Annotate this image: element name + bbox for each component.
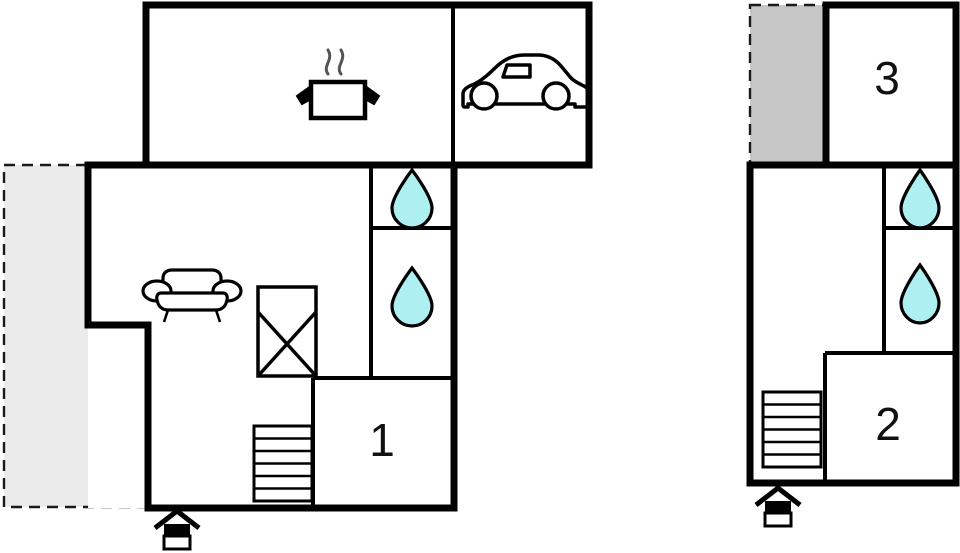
pot-handle-left (295, 84, 312, 106)
staircase-steps (763, 403, 821, 456)
house-entrance-door-top (164, 524, 190, 536)
steam-line-1 (324, 48, 332, 76)
car-window (501, 63, 532, 79)
cooking-pot-icon (295, 48, 381, 121)
car-wheel-rear (541, 81, 571, 111)
water-drop-shape-lower-right (899, 262, 941, 325)
car-icon (461, 53, 591, 111)
kitchen-fill (146, 5, 451, 165)
house-entrance-door-top (765, 501, 791, 513)
entrance-right (754, 484, 802, 528)
bedroom3-wall (822, 1, 960, 169)
sofa-seat (155, 291, 229, 312)
balcony-area (748, 3, 828, 167)
staircase-left (252, 424, 314, 503)
pot-handle-right (364, 84, 381, 106)
water-drop-shape-upper-right (899, 167, 941, 230)
room-number-3: 3 (874, 52, 900, 104)
water-drop-icon (390, 167, 434, 230)
storage-closet (256, 285, 318, 378)
staircase-steps (254, 437, 312, 490)
house-entrance-roof (754, 484, 802, 507)
car-wheel-front (469, 81, 499, 111)
entrance-left (153, 507, 201, 551)
water-drop-icon (899, 262, 941, 325)
car-body (461, 53, 591, 109)
floor-left: 1 (2, 1, 593, 551)
water-drop-shape-lower-left (390, 265, 434, 328)
sofa-backrest (161, 268, 223, 298)
house-entrance-door-bottom (763, 511, 793, 528)
pot-body (308, 79, 368, 121)
water-drop-shape-upper-left (390, 167, 434, 230)
house-entrance-door-bottom (162, 534, 192, 551)
staircase-right (761, 390, 823, 469)
upper-block-wall (84, 1, 593, 169)
steam-line-2 (337, 48, 345, 76)
bedroom3-fill (826, 5, 956, 165)
lower-block-wall (84, 161, 458, 512)
floor-right: 3 2 (746, 1, 960, 528)
water-drop-icon (899, 167, 941, 230)
room-number-1: 1 (369, 414, 395, 466)
sofa-icon (141, 268, 243, 323)
balcony-outline (748, 3, 828, 167)
right-lower-wall (746, 161, 960, 487)
exterior-walls-right (746, 1, 960, 487)
crossed-box-icon (256, 285, 318, 378)
water-drop-icon (390, 265, 434, 328)
crossed-box-diagonals (256, 310, 318, 378)
house-entrance-roof (153, 507, 201, 530)
room-number-2: 2 (875, 398, 901, 450)
sofa-legs (162, 309, 222, 323)
exterior-walls-left (84, 1, 593, 512)
